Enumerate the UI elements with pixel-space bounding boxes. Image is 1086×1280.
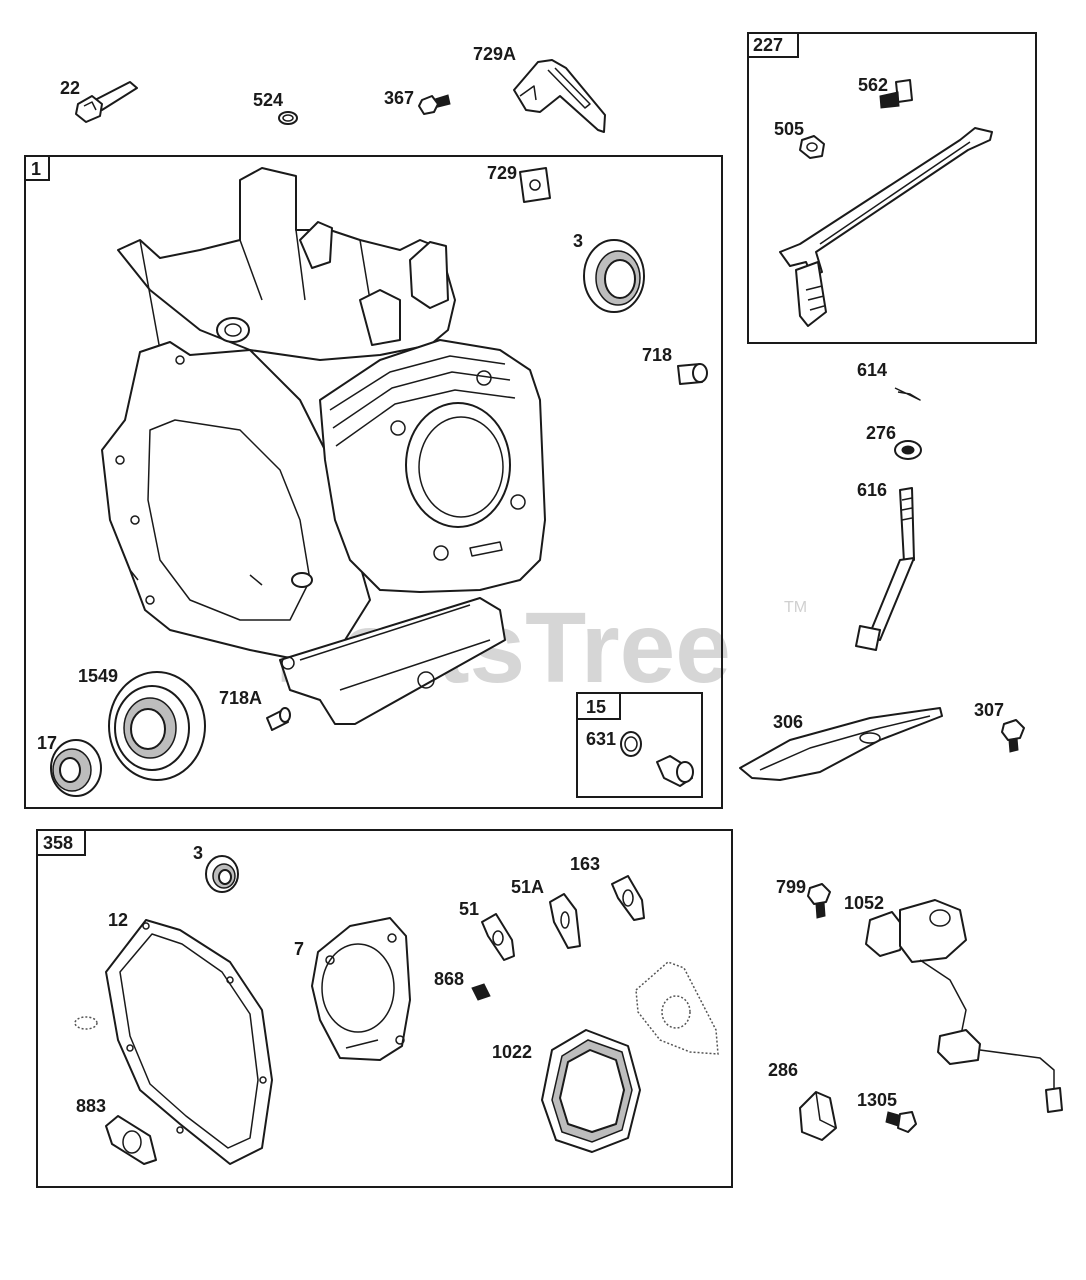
part-718-dowel[interactable] xyxy=(677,363,708,385)
callout-51[interactable]: 51 xyxy=(459,899,479,919)
part-163-gasket[interactable] xyxy=(611,875,645,921)
group-15-frame xyxy=(576,692,703,798)
part-524-washer[interactable] xyxy=(278,111,298,125)
part-306-plate[interactable] xyxy=(739,707,943,781)
group-227-label: 227 xyxy=(753,35,783,55)
group-227-frame xyxy=(747,32,1037,344)
callout-51a[interactable]: 51A xyxy=(511,877,544,897)
part-7-head-gasket[interactable] xyxy=(311,917,411,1061)
part-1-crankcase[interactable] xyxy=(101,167,546,725)
callout-729a[interactable]: 729A xyxy=(473,44,516,64)
watermark-trademark: TM xyxy=(784,599,807,616)
callout-616[interactable]: 616 xyxy=(857,480,887,500)
callout-524[interactable]: 524 xyxy=(253,90,283,110)
callout-367[interactable]: 367 xyxy=(384,88,414,108)
part-562-bolt[interactable] xyxy=(879,79,913,109)
group-15-label: 15 xyxy=(586,697,606,717)
part-12-oring[interactable] xyxy=(74,1016,98,1030)
callout-22[interactable]: 22 xyxy=(60,78,80,98)
callout-631[interactable]: 631 xyxy=(586,729,616,749)
callout-1052[interactable]: 1052 xyxy=(844,893,884,913)
callout-883[interactable]: 883 xyxy=(76,1096,106,1116)
part-1305-bolt[interactable] xyxy=(885,1111,917,1133)
part-51a-gasket[interactable] xyxy=(549,893,581,949)
callout-868[interactable]: 868 xyxy=(434,969,464,989)
part-868-plug[interactable] xyxy=(471,983,491,1001)
part-dotted-gasket xyxy=(635,961,719,1055)
part-1549-bearing[interactable] xyxy=(108,671,206,781)
part-12-gasket[interactable] xyxy=(105,919,273,1165)
part-307-bolt[interactable] xyxy=(1001,719,1025,753)
part-883-gasket[interactable] xyxy=(105,1115,157,1165)
callout-276[interactable]: 276 xyxy=(866,423,896,443)
callout-729[interactable]: 729 xyxy=(487,163,517,183)
callout-505[interactable]: 505 xyxy=(774,119,804,139)
part-367-bolt[interactable] xyxy=(418,94,451,115)
part-614-pin[interactable] xyxy=(894,387,921,401)
part-3-seal-kit[interactable] xyxy=(205,855,239,893)
group-358-frame xyxy=(36,829,733,1188)
part-276-washer[interactable] xyxy=(894,440,922,460)
part-15-drain-plug[interactable] xyxy=(656,755,694,787)
part-1022-gasket[interactable] xyxy=(541,1029,641,1153)
group-358-tag xyxy=(36,829,86,856)
callout-3-kit[interactable]: 3 xyxy=(193,843,203,863)
part-616-shaft[interactable] xyxy=(855,487,915,651)
callout-3[interactable]: 3 xyxy=(573,231,583,251)
callout-306[interactable]: 306 xyxy=(773,712,803,732)
callout-17[interactable]: 17 xyxy=(37,733,57,753)
group-227-tag xyxy=(747,32,799,58)
group-358-label: 358 xyxy=(43,833,73,853)
part-505-nut[interactable] xyxy=(799,135,825,159)
part-17-bearing[interactable] xyxy=(50,739,102,797)
callout-307[interactable]: 307 xyxy=(974,700,1004,720)
part-631-washer[interactable] xyxy=(620,731,642,757)
group-1-frame xyxy=(24,155,723,809)
part-3-seal[interactable] xyxy=(583,239,645,313)
callout-799[interactable]: 799 xyxy=(776,877,806,897)
callout-562[interactable]: 562 xyxy=(858,75,888,95)
part-22-bolt[interactable] xyxy=(75,81,138,123)
part-799-bolt[interactable] xyxy=(807,883,831,919)
group-15-tag xyxy=(576,692,621,720)
part-729-plate[interactable] xyxy=(519,167,551,203)
callout-1305[interactable]: 1305 xyxy=(857,1090,897,1110)
callout-614[interactable]: 614 xyxy=(857,360,887,380)
part-286-bracket[interactable] xyxy=(799,1091,837,1141)
callout-1022[interactable]: 1022 xyxy=(492,1042,532,1062)
callout-7[interactable]: 7 xyxy=(294,939,304,959)
callout-286[interactable]: 286 xyxy=(768,1060,798,1080)
callout-12[interactable]: 12 xyxy=(108,910,128,930)
callout-163[interactable]: 163 xyxy=(570,854,600,874)
part-729a-bracket[interactable] xyxy=(513,59,606,133)
part-227-governor-lever[interactable] xyxy=(779,127,993,327)
part-718a-dowel[interactable] xyxy=(266,707,291,731)
callout-718a[interactable]: 718A xyxy=(219,688,262,708)
group-1-tag xyxy=(24,155,50,181)
callout-1549[interactable]: 1549 xyxy=(78,666,118,686)
part-51-gasket[interactable] xyxy=(481,913,515,961)
group-1-label: 1 xyxy=(31,159,41,179)
part-1052-oil-sensor[interactable] xyxy=(865,899,1063,1113)
callout-718[interactable]: 718 xyxy=(642,345,672,365)
part-524-washer-hole xyxy=(282,114,294,122)
